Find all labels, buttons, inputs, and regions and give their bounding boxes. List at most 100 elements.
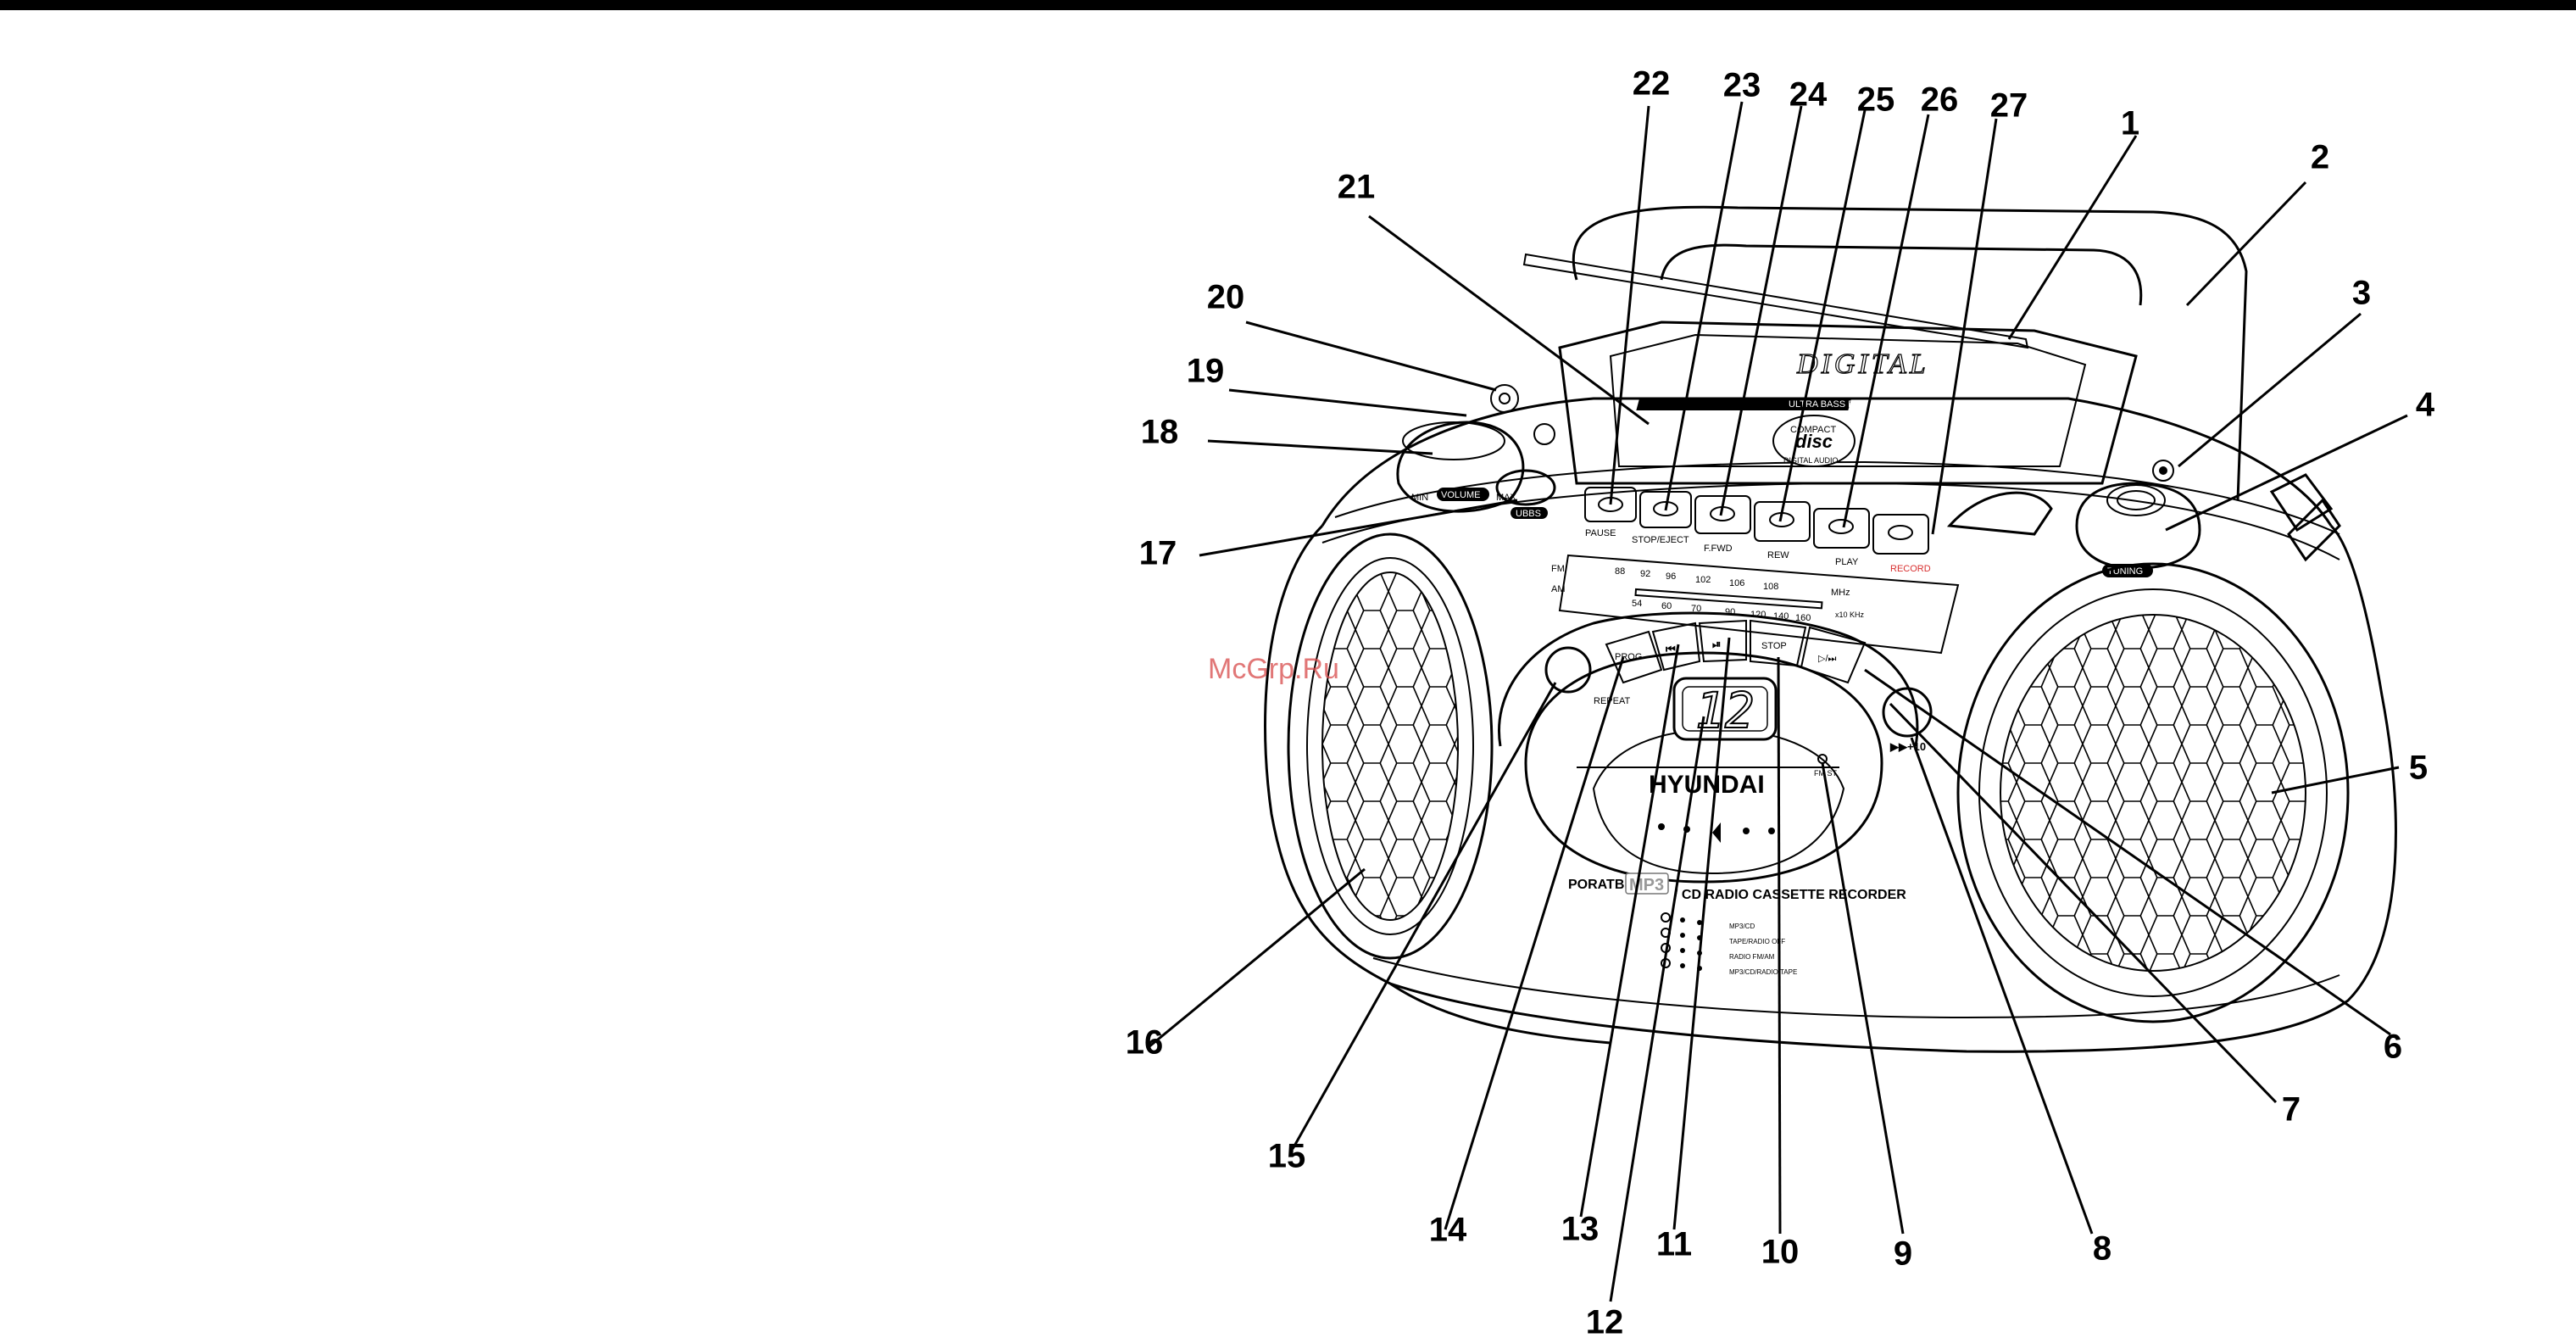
repeat-label: REPEAT	[1594, 696, 1630, 706]
fm-freq-4: 106	[1729, 578, 1744, 588]
lid-subtext: ULTRA BASS BOOST	[1789, 399, 1881, 410]
model-line-right: / CD RADIO CASSETTE RECORDER	[1674, 888, 1906, 902]
callout-12: 12	[1586, 1304, 1624, 1338]
callout-19: 19	[1187, 353, 1225, 390]
prev-track-label: ⏮	[1666, 643, 1676, 655]
am-freq-1: 60	[1661, 601, 1672, 611]
callout-21: 21	[1338, 169, 1376, 206]
next-mode-label: ▷/⏭	[1818, 654, 1837, 664]
ffwd-label: F.FWD	[1704, 544, 1733, 554]
right-speaker	[1956, 562, 2350, 1023]
callout-16: 16	[1126, 1024, 1164, 1062]
mp3-logo: MP3	[1629, 876, 1664, 895]
fm-freq-5: 108	[1763, 582, 1778, 592]
callout-4: 4	[2416, 387, 2435, 424]
dial-window	[1634, 588, 1823, 610]
record-label: RECORD	[1890, 564, 1931, 574]
record-key[interactable]	[1872, 514, 1929, 555]
volume-min-label: MIN	[1411, 493, 1428, 503]
callout-23: 23	[1723, 67, 1761, 104]
function-label-2: RADIO FM/AM	[1729, 953, 1775, 961]
led-indicator	[2152, 460, 2174, 482]
unit-khz: x10 KHz	[1835, 610, 1865, 619]
function-label-1: TAPE/RADIO OFF	[1729, 938, 1785, 945]
prog-label: PROG	[1615, 652, 1642, 662]
side-clip	[2269, 473, 2334, 532]
fm-freq-0: 88	[1615, 566, 1625, 577]
pause-label: PAUSE	[1585, 528, 1616, 538]
repeat-button[interactable]: REPEAT	[1544, 646, 1630, 706]
phones-jack[interactable]	[1490, 384, 1555, 445]
callout-11: 11	[1656, 1226, 1692, 1263]
fm-stereo-label: FM ST.	[1814, 769, 1839, 778]
callout-27: 27	[1990, 87, 2028, 125]
callout-5: 5	[2409, 750, 2428, 787]
callout-2: 2	[2311, 139, 2329, 176]
brand-logo: HYUNDAI	[1649, 771, 1765, 799]
callout-8: 8	[2093, 1230, 2111, 1268]
fm-freq-1: 92	[1640, 569, 1650, 579]
model-line: PORATBLE MP3 / CD RADIO CASSETTE RECORDE…	[1568, 872, 1906, 902]
unit-mhz: MHz	[1831, 588, 1850, 598]
callout-26: 26	[1921, 81, 1959, 119]
function-switch[interactable]: MP3/CD TAPE/RADIO OFF RADIO FM/AM MP3/CD…	[1661, 912, 1797, 976]
rew-label: REW	[1767, 550, 1789, 560]
callout-13: 13	[1561, 1211, 1600, 1248]
callout-24: 24	[1789, 76, 1828, 114]
tuning-dial-scale: FM AM 88 92 96 102 106 108 MHz 54 60 70 …	[1551, 554, 1960, 655]
ubbs-button[interactable]: UBBS	[1495, 469, 1556, 519]
cd-stop-button[interactable]: STOP	[1750, 619, 1807, 667]
stop-eject-key[interactable]	[1639, 491, 1692, 528]
play-label: PLAY	[1835, 557, 1859, 567]
callout-17: 17	[1139, 535, 1177, 572]
cd-lid[interactable]: DIGITAL ULTRA BASS BOOST COMPACT disc DI…	[1558, 321, 2138, 485]
am-freq-6: 160	[1795, 613, 1811, 623]
callout-7: 7	[2282, 1091, 2301, 1129]
watermark-text: McGrp.Ru	[1208, 653, 1339, 685]
left-speaker	[1287, 532, 1494, 960]
callout-18: 18	[1141, 414, 1179, 451]
skip-10-label: ▶▶+10	[1889, 740, 1926, 753]
ubbs-label: UBBS	[1516, 509, 1541, 519]
prev-track-button[interactable]: ⏮	[1651, 622, 1701, 672]
fm-freq-2: 96	[1666, 571, 1676, 582]
band-am-label: AM	[1551, 584, 1566, 594]
am-freq-2: 70	[1691, 604, 1701, 614]
volume-label: VOLUME	[1441, 490, 1480, 500]
am-freq-3: 90	[1725, 607, 1735, 617]
fm-freq-3: 102	[1695, 575, 1711, 585]
fm-stereo-indicator: FM ST.	[1814, 754, 1839, 778]
cassette-key-row: PAUSE STOP/EJECT F.FWD REW PLAY RECORD	[1584, 487, 1931, 574]
model-line-left: PORATBLE	[1568, 878, 1642, 892]
cd-logo-line-2: disc	[1795, 431, 1833, 452]
am-freq-0: 54	[1632, 599, 1642, 609]
callout-15: 15	[1268, 1138, 1306, 1175]
lid-digital-text: DIGITAL	[1796, 348, 1929, 380]
callout-10: 10	[1761, 1234, 1800, 1271]
callout-9: 9	[1894, 1235, 1912, 1273]
callout-numbers: 1 2 3 4 5 6 7 8 9 10 11 12 13 14 15 16 1…	[1126, 65, 2435, 1338]
callout-14: 14	[1429, 1212, 1467, 1249]
top-border-bar	[0, 0, 2576, 10]
play-key[interactable]	[1813, 508, 1870, 549]
callout-6: 6	[2384, 1029, 2402, 1066]
function-label-0: MP3/CD	[1729, 923, 1755, 930]
callout-25: 25	[1857, 81, 1895, 119]
next-mode-button[interactable]: ▷/⏭	[1800, 626, 1867, 684]
callout-3: 3	[2352, 275, 2371, 312]
cd-stop-label: STOP	[1761, 641, 1787, 651]
cd-control-cluster: PROG ⏮ ⏯ STOP ▷/⏭ 12 HYUNDAI	[1498, 611, 1933, 884]
callout-leader-lines	[1148, 101, 2408, 1302]
play-pause-label: ⏯	[1712, 638, 1721, 650]
stop-eject-label: STOP/EJECT	[1632, 535, 1689, 545]
cd-drawer-indicators	[1658, 822, 1775, 843]
callout-1: 1	[2121, 105, 2139, 142]
callout-22: 22	[1633, 65, 1671, 103]
cd-logo-line-3: DIGITAL AUDIO	[1783, 456, 1839, 465]
cd-logo-line-1: COMPACT	[1790, 425, 1836, 435]
antenna	[1522, 253, 2029, 349]
function-label-3: MP3/CD/RADIO/TAPE	[1729, 968, 1797, 976]
play-pause-button[interactable]: ⏯	[1698, 619, 1747, 663]
band-fm-label: FM	[1551, 564, 1565, 574]
